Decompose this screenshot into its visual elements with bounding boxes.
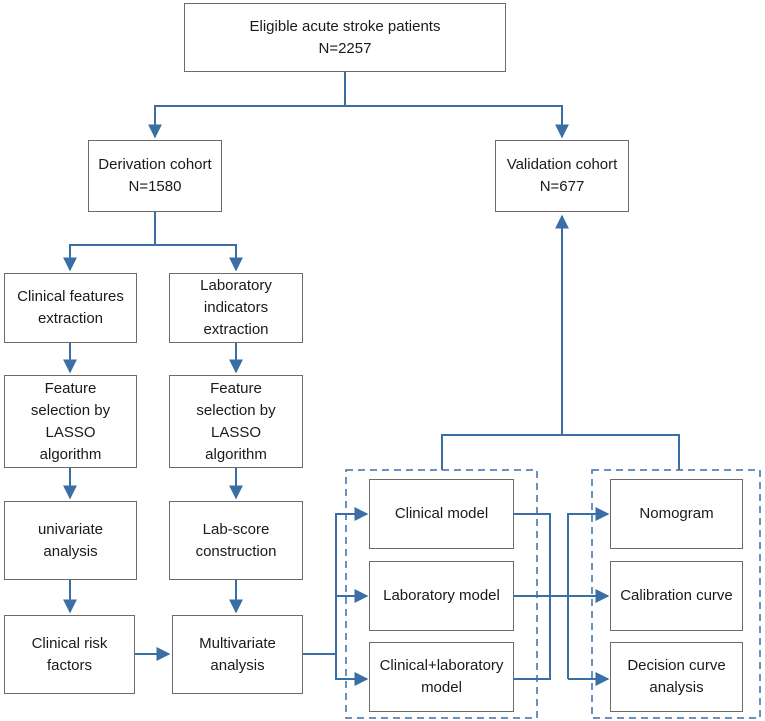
node-clinical-laboratory-model: Clinical+laboratory model [369, 642, 514, 712]
node-eligible: Eligible acute stroke patients N=2257 [184, 3, 506, 72]
node-decision-curve-analysis: Decision curve analysis [610, 642, 743, 712]
node-derivation-cohort: Derivation cohort N=1580 [88, 140, 222, 212]
node-calibration-curve: Calibration curve [610, 561, 743, 631]
evaluation-group-outline [591, 469, 761, 719]
node-feature-selection-laboratory: Feature selection by LASSO algorithm [169, 375, 303, 468]
node-lab-score-construction: Lab-score construction [169, 501, 303, 580]
node-feature-selection-clinical: Feature selection by LASSO algorithm [4, 375, 137, 468]
node-multivariate-analysis: Multivariate analysis [172, 615, 303, 694]
node-validation-cohort: Validation cohort N=677 [495, 140, 629, 212]
node-clinical-risk-factors: Clinical risk factors [4, 615, 135, 694]
models-group-outline [345, 469, 538, 719]
node-laboratory-model: Laboratory model [369, 561, 514, 631]
connector-multi-models [303, 507, 369, 655]
node-clinical-model: Clinical model [369, 479, 514, 549]
connector-eligible-split [148, 72, 346, 139]
node-laboratory-indicators-extraction: Laboratory indicators extraction [169, 273, 303, 343]
node-univariate-analysis: univariate analysis [4, 501, 137, 580]
connector-derivation-clinical [63, 212, 156, 272]
connector-groups-validation [441, 434, 680, 470]
connector-derivation-lab [155, 244, 243, 272]
node-clinical-features-extraction: Clinical features extraction [4, 273, 137, 343]
connector-eligible-validation [345, 105, 569, 139]
connector-multi-combined [335, 654, 369, 686]
connector-eval-split-nomogram [567, 507, 610, 679]
node-nomogram: Nomogram [610, 479, 743, 549]
